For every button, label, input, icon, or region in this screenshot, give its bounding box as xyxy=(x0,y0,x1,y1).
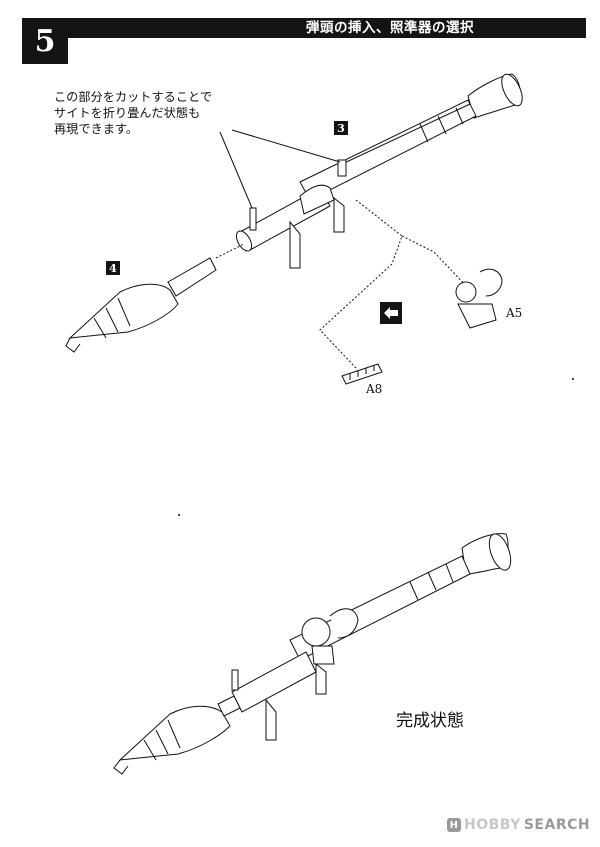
step-badge-3: 3 xyxy=(334,121,348,135)
cut-note: この部分をカットすることで サイトを折り畳んだ状態も 再現できます。 xyxy=(54,89,254,137)
note-line-1: この部分をカットすることで xyxy=(54,90,213,104)
note-line-2: サイトを折り畳んだ状態も xyxy=(54,106,201,120)
watermark-logo-icon: H xyxy=(447,818,461,832)
watermark-suffix: SEARCH xyxy=(523,817,591,833)
callout-lines xyxy=(215,199,471,369)
step-title: 弾頭の挿入、照準器の選択 xyxy=(306,20,474,36)
step-badge-4: 4 xyxy=(106,261,120,275)
part-a8-illustration xyxy=(341,363,383,385)
warhead-top-illustration xyxy=(65,257,217,353)
watermark-brand: HOBBY xyxy=(464,817,521,833)
note-line-3: 再現できます。 xyxy=(54,122,139,136)
rpg-launcher-illustration xyxy=(235,73,523,269)
part-label-a8: A8 xyxy=(366,382,383,396)
speck xyxy=(572,378,574,380)
step-number: 5 xyxy=(22,18,68,64)
complete-label: 完成状態 xyxy=(396,711,464,731)
swap-arrow-icon xyxy=(380,302,402,324)
part-label-a5: A5 xyxy=(506,306,523,320)
watermark: H HOBBY SEARCH xyxy=(447,817,590,833)
header-bar xyxy=(22,18,586,38)
part-a5-illustration xyxy=(455,268,503,329)
rpg-launcher-complete-illustration xyxy=(113,533,512,775)
speck xyxy=(178,514,180,516)
